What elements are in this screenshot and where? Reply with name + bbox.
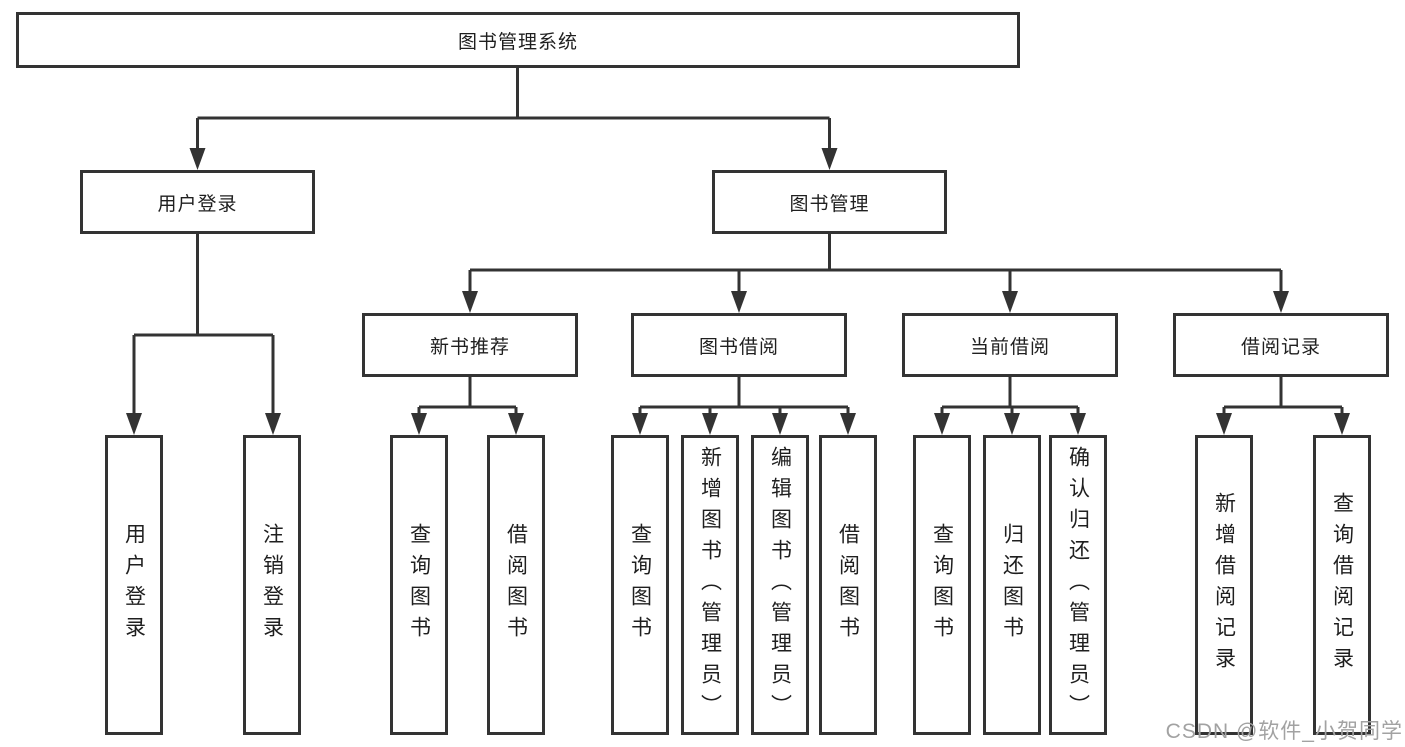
node-return-books: 归还图书 — [983, 435, 1041, 735]
csdn-watermark: CSDN @软件_小贺同学 — [1165, 720, 1403, 743]
node-label: 新增借阅记录 — [1212, 492, 1236, 678]
node-user-login-branch: 用户登录 — [80, 170, 315, 234]
node-label: 查询图书 — [407, 523, 431, 647]
node-label: 编辑图书（管理员） — [768, 445, 792, 725]
node-label: 查询图书 — [930, 523, 954, 647]
node-query-borrow-record: 查询借阅记录 — [1313, 435, 1371, 735]
node-query-books-1: 查询图书 — [390, 435, 448, 735]
node-label: 用户登录 — [122, 523, 146, 647]
node-label: 注销登录 — [260, 523, 284, 647]
node-label: 归还图书 — [1000, 523, 1024, 647]
node-label: 借阅图书 — [836, 523, 860, 647]
node-logout-leaf: 注销登录 — [243, 435, 301, 735]
node-add-books-admin: 新增图书（管理员） — [681, 435, 739, 735]
node-query-books-2: 查询图书 — [611, 435, 669, 735]
arrowheads — [126, 148, 1350, 435]
node-label: 新增图书（管理员） — [698, 445, 722, 725]
node-library-management-system: 图书管理系统 — [16, 12, 1020, 68]
node-label: 借阅图书 — [504, 523, 528, 647]
node-label: 查询借阅记录 — [1330, 492, 1354, 678]
node-borrow-books-1: 借阅图书 — [487, 435, 545, 735]
node-edit-books-admin: 编辑图书（管理员） — [751, 435, 809, 735]
node-user-login-leaf: 用户登录 — [105, 435, 163, 735]
node-book-management-branch: 图书管理 — [712, 170, 947, 234]
node-borrowing-records: 借阅记录 — [1173, 313, 1389, 377]
node-new-book-recommendation: 新书推荐 — [362, 313, 578, 377]
node-query-books-3: 查询图书 — [913, 435, 971, 735]
node-borrow-books-2: 借阅图书 — [819, 435, 877, 735]
node-confirm-return-admin: 确认归还（管理员） — [1049, 435, 1107, 735]
node-label: 查询图书 — [628, 523, 652, 647]
node-book-borrowing: 图书借阅 — [631, 313, 847, 377]
node-current-borrowing: 当前借阅 — [902, 313, 1118, 377]
node-add-borrow-record: 新增借阅记录 — [1195, 435, 1253, 735]
node-label: 确认归还（管理员） — [1066, 445, 1090, 725]
